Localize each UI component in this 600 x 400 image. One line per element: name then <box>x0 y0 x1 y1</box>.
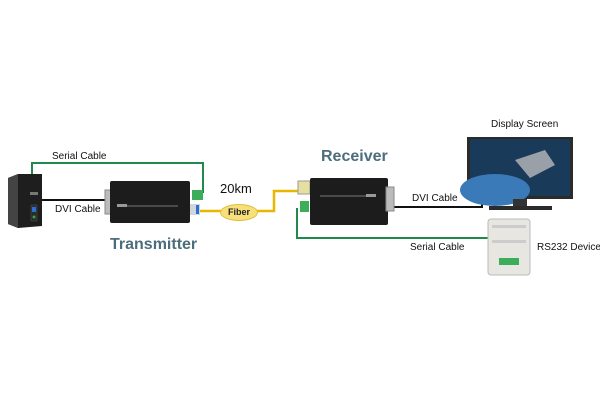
dvi-cable-right-label: DVI Cable <box>412 193 458 204</box>
serial-cable-right <box>296 208 492 239</box>
pc-tower <box>8 174 42 228</box>
fiber-label: Fiber <box>220 204 258 221</box>
dvi-cable-left-label: DVI Cable <box>55 204 101 215</box>
distance-label: 20km <box>220 181 252 196</box>
serial-cable-left <box>31 162 204 193</box>
transmitter-label: Transmitter <box>110 236 198 253</box>
display-monitor <box>460 137 573 210</box>
receiver-label: Receiver <box>321 148 388 165</box>
rs232-device <box>487 218 531 276</box>
rs232-device-label: RS232 Device <box>537 242 600 253</box>
display-screen-label: Display Screen <box>491 119 559 130</box>
serial-cable-left-label: Serial Cable <box>52 151 107 162</box>
receiver-device <box>297 178 395 225</box>
transmitter-device <box>104 181 203 223</box>
serial-cable-right-label: Serial Cable <box>410 242 465 253</box>
